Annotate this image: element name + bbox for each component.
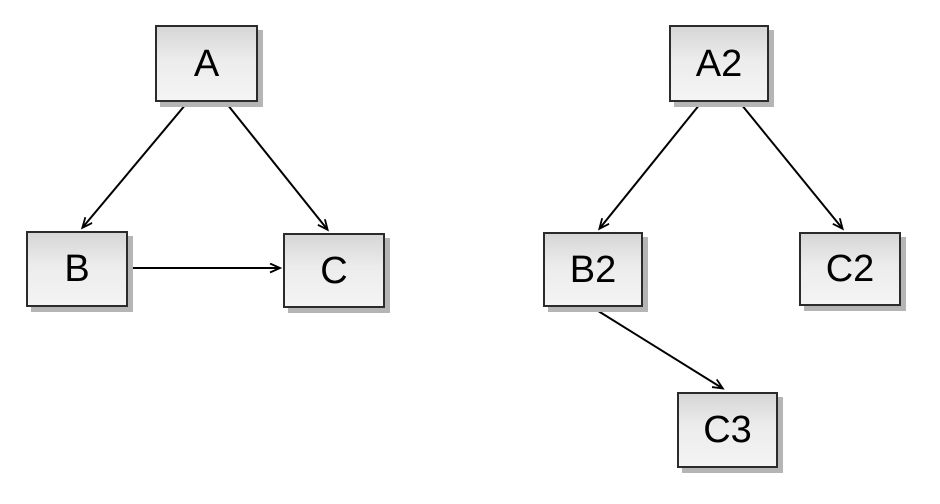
edge-a2-c2 xyxy=(740,103,842,228)
node-c-label: C xyxy=(320,249,348,292)
node-b2-label: B2 xyxy=(569,248,617,291)
node-a2-label: A2 xyxy=(695,42,743,85)
node-c3-label: C3 xyxy=(703,409,752,451)
node-c3: C3 xyxy=(677,392,778,468)
edge-a-c xyxy=(226,103,327,229)
node-c2-label: C2 xyxy=(825,248,875,290)
node-b2: B2 xyxy=(543,232,643,307)
edge-a-b xyxy=(83,103,187,227)
node-a-label: A xyxy=(193,42,220,85)
node-a2: A2 xyxy=(669,25,769,102)
node-a: A xyxy=(155,25,258,102)
node-c: C xyxy=(283,233,385,308)
node-b: B xyxy=(26,231,128,307)
node-c2: C2 xyxy=(799,232,901,306)
edge-a2-b2 xyxy=(600,103,701,228)
node-b-label: B xyxy=(64,248,90,290)
edge-b2-c3 xyxy=(594,308,722,388)
